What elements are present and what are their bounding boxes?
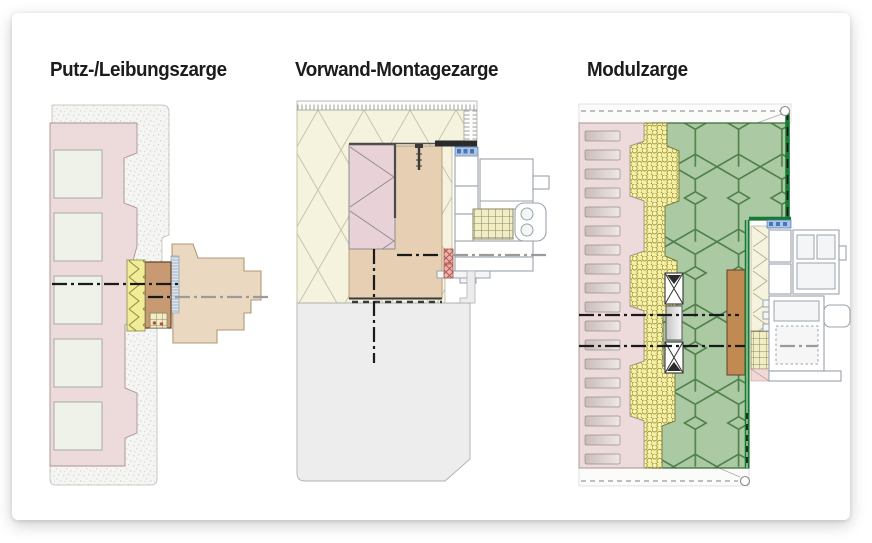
center-lines [579,313,745,348]
sealing-membranes [744,111,791,468]
anchor-points [739,105,791,487]
gasket [766,219,792,229]
panel-title-vorwand-montagezarge: Vorwand-Montagezarge [295,59,499,81]
plaster-strip-top [578,103,792,125]
center-lines [52,282,270,299]
gasket [454,146,479,157]
masonry-cores [53,149,103,451]
vorwand-montagezarge-drawing [296,100,550,482]
detail-card: Putz-/Leibungszarge Vorwand-Montagezarge… [12,13,851,520]
module-anchor-bracket [664,272,684,374]
panel-title-putz-leibungszarge: Putz-/Leibungszarge [50,59,227,81]
timber-batten-block [348,142,435,250]
window-profile [435,140,550,304]
window-frame-profile [171,243,262,344]
joint-insulation [126,259,146,332]
timber-board [726,269,746,376]
fixing-screw [415,144,423,170]
masonry-wall [49,122,138,467]
plaster-strips [296,100,478,147]
center-lines [372,249,549,363]
putz-leibungszarge-drawing [49,104,270,486]
masonry-wall [578,122,645,469]
masonry-core-bars [584,130,621,465]
future-wall [296,302,471,482]
window-profile [750,219,851,382]
panel-title-modulzarge: Modulzarge [587,59,688,81]
sealing-tape-detail [149,312,168,329]
modulzarge-drawing [578,103,851,487]
